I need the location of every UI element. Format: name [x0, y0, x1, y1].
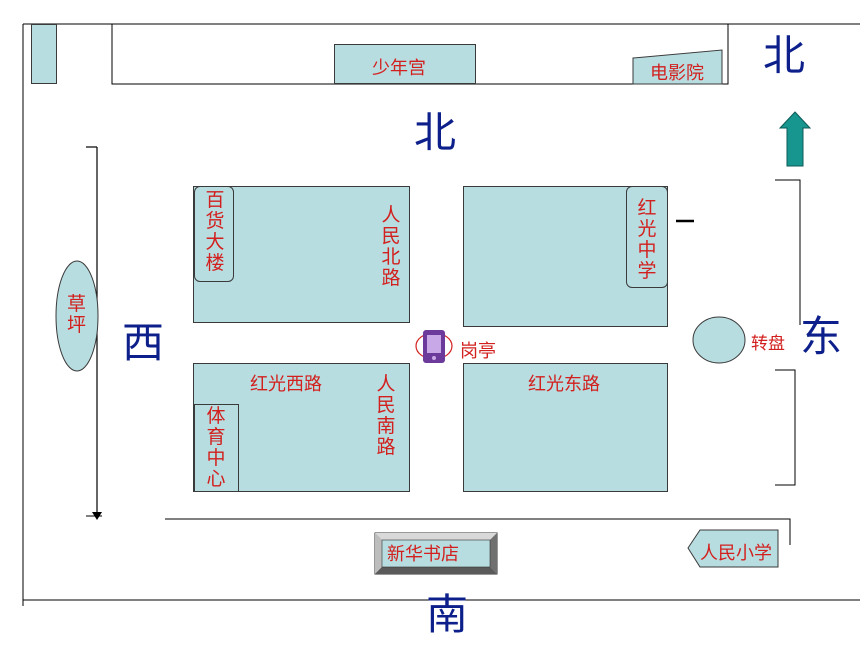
renmin-north-road-label: 人民北路 [381, 204, 401, 289]
compass-north: 北 [414, 108, 457, 157]
compass-north-corner: 北 [763, 31, 806, 80]
hongguang-middle-school-label: 红光中学 [637, 197, 657, 282]
hongguang-west-road-label: 红光西路 [250, 374, 322, 395]
youth-palace-label: 少年宫 [372, 58, 426, 79]
cinema-shape [632, 49, 723, 85]
xinhua-bookstore-label: 新华书店 [387, 544, 459, 565]
roundabout-label: 转盘 [751, 334, 785, 354]
hongguang-east-road-label: 红光东路 [528, 374, 600, 395]
top-left-block [31, 24, 57, 84]
southeast-block [463, 363, 668, 492]
lawn-shape [55, 260, 99, 372]
hongguang-middle-school-box [626, 186, 668, 288]
lawn-label: 草坪 [66, 293, 86, 336]
right-bracket-bottom [775, 369, 796, 486]
youth-palace-block [334, 44, 476, 84]
compass-south: 南 [426, 590, 469, 639]
roundabout-shape [692, 316, 746, 364]
department-store-label: 百货大楼 [205, 189, 225, 274]
department-store-box [194, 186, 234, 282]
right-bracket-top [775, 179, 801, 325]
sports-center-label: 体育中心 [206, 405, 226, 490]
compass-west: 西 [122, 318, 165, 367]
cinema-label: 电影院 [650, 63, 704, 84]
sentry-box-label: 岗亭 [460, 341, 496, 362]
compass-east: 东 [800, 312, 843, 361]
arrow-up-icon [778, 111, 812, 167]
bottom-road-line [165, 518, 791, 545]
renmin-south-road-label: 人民南路 [376, 373, 396, 458]
renmin-primary-school-label: 人民小学 [700, 543, 772, 564]
primary-school-shape [687, 529, 779, 568]
sports-center-box [194, 404, 239, 492]
